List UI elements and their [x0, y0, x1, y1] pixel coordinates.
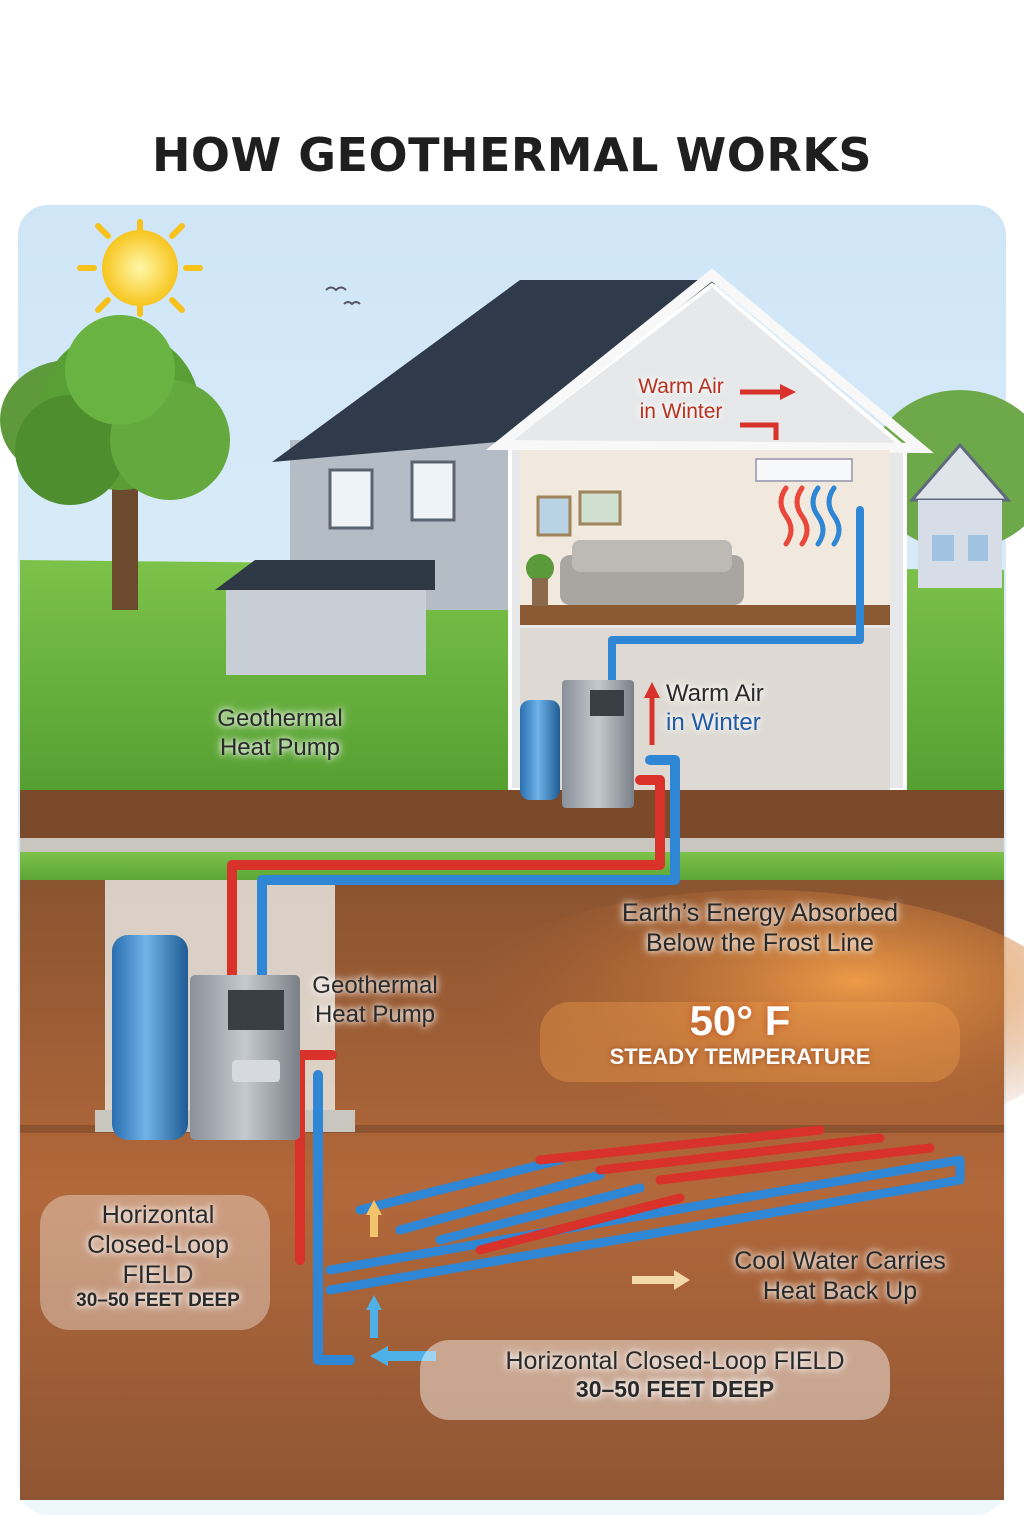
tree-icon — [15, 315, 230, 610]
earth-energy-line1: Earth’s Energy Absorbed — [621, 899, 899, 927]
warm-air-top-line2: in Winter — [639, 400, 723, 424]
cool-water-line1: Cool Water Carries — [734, 1247, 946, 1275]
temperature-caption: STEADY TEMPERATURE — [609, 1044, 871, 1069]
cool-water-label: Cool Water Carries Heat Back Up — [700, 1246, 980, 1306]
sun-icon — [77, 219, 203, 317]
warm-air-label-mid: Warm Air in Winter — [666, 680, 816, 738]
temperature-value: 50° F — [689, 997, 791, 1044]
heat-pump-icon — [520, 680, 634, 808]
earth-energy-line2: Below the Frost Line — [646, 929, 874, 957]
heat-pump-label-lawn: Geothermal Heat Pump — [170, 705, 390, 763]
cool-water-line2: Heat Back Up — [762, 1277, 918, 1305]
warm-air-arrow-top — [740, 389, 780, 440]
loop-field-label-bottom: Horizontal Closed-Loop FIELD 30–50 FEET … — [440, 1346, 910, 1404]
heat-pump-lawn-line1: Geothermal — [217, 705, 343, 732]
heat-flow-arrows — [366, 1200, 690, 1366]
loop-left-line2: Closed-Loop — [87, 1231, 229, 1259]
loop-left-line4: 30–50 FEET DEEP — [76, 1290, 240, 1311]
earth-energy-label: Earth’s Energy Absorbed Below the Frost … — [560, 898, 960, 958]
warm-air-mid-line1: Warm Air — [666, 680, 764, 707]
warm-air-label-top: Warm Air in Winter — [606, 374, 756, 424]
birds-icon — [325, 286, 361, 306]
loop-left-line1: Horizontal — [101, 1201, 215, 1229]
air-vent-icon — [755, 458, 853, 482]
warm-ground-glow — [440, 890, 1024, 1150]
loop-field-label-left: Horizontal Closed-Loop FIELD 30–50 FEET … — [48, 1200, 268, 1313]
heat-pump-lawn-line2: Heat Pump — [219, 733, 341, 761]
water-tank-icon — [520, 700, 560, 800]
heat-pump-label-underground: Geothermal Heat Pump — [280, 972, 470, 1030]
warm-air-arrow-mid — [644, 682, 660, 745]
warm-air-top-line1: Warm Air — [638, 375, 724, 398]
loop-bottom-line1: Horizontal Closed-Loop FIELD — [505, 1347, 845, 1375]
neighbor-house — [908, 442, 1012, 588]
sofa-icon — [560, 540, 744, 605]
page-title: HOW GEOTHERMAL WORKS — [151, 128, 873, 182]
warm-air-mid-line2: in Winter — [666, 708, 761, 736]
heat-waves — [778, 485, 842, 547]
heat-pump-under-line2: Heat Pump — [314, 1000, 436, 1028]
loop-bottom-line2: 30–50 FEET DEEP — [575, 1376, 775, 1402]
water-tank-lower — [112, 935, 188, 1140]
heat-pump-under-line1: Geothermal — [312, 972, 438, 999]
loop-left-line3: FIELD — [122, 1261, 194, 1289]
heat-pump-lower — [112, 935, 300, 1140]
